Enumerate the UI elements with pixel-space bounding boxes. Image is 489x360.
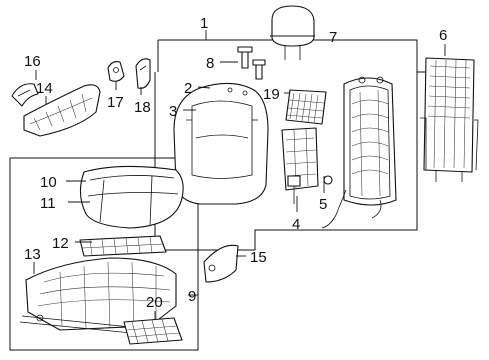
cover-part: [107, 61, 125, 82]
headrest-guide-part: [237, 46, 266, 80]
pad-part: [123, 317, 183, 345]
label-15: 15: [250, 249, 267, 266]
clip-part: [11, 83, 39, 107]
label-19: 19: [263, 86, 280, 103]
label-13: 13: [24, 246, 41, 263]
lumbar-pad-part: [285, 89, 327, 125]
label-17: 17: [107, 94, 124, 111]
label-10: 10: [40, 174, 57, 191]
label-18: 18: [134, 99, 151, 116]
headrest-part: [271, 5, 315, 60]
leader-lines: [33, 30, 446, 320]
seatback-panel-part: [420, 57, 479, 182]
cushion-group-frame: [9, 157, 199, 351]
label-14: 14: [36, 80, 53, 97]
label-1: 1: [200, 15, 208, 32]
knob-part: [135, 58, 151, 89]
lumbar-support-part: [281, 127, 319, 204]
label-9: 9: [188, 288, 196, 305]
callout-labels: 1 2 3 4 5 6 7 8 9 10 11 12 13 14 15 16 1…: [24, 15, 447, 311]
seat-frame-part: [19, 257, 177, 337]
seat-cushion-part: [79, 165, 184, 229]
label-3: 3: [169, 103, 177, 120]
label-12: 12: [52, 235, 69, 252]
label-2: 2: [184, 80, 192, 97]
label-11: 11: [40, 195, 56, 212]
side-shield-part: [23, 84, 101, 137]
side-cover-part: [203, 244, 239, 283]
cushion-mat-part: [79, 235, 167, 257]
seatback-frame-part: [321, 76, 397, 229]
label-4: 4: [292, 216, 300, 233]
label-7: 7: [329, 29, 337, 46]
label-6: 6: [439, 27, 447, 44]
label-8: 8: [206, 55, 214, 72]
seatback-cover-part: [173, 82, 269, 205]
label-20: 20: [146, 294, 163, 311]
label-5: 5: [319, 196, 327, 213]
label-16: 16: [24, 53, 41, 70]
